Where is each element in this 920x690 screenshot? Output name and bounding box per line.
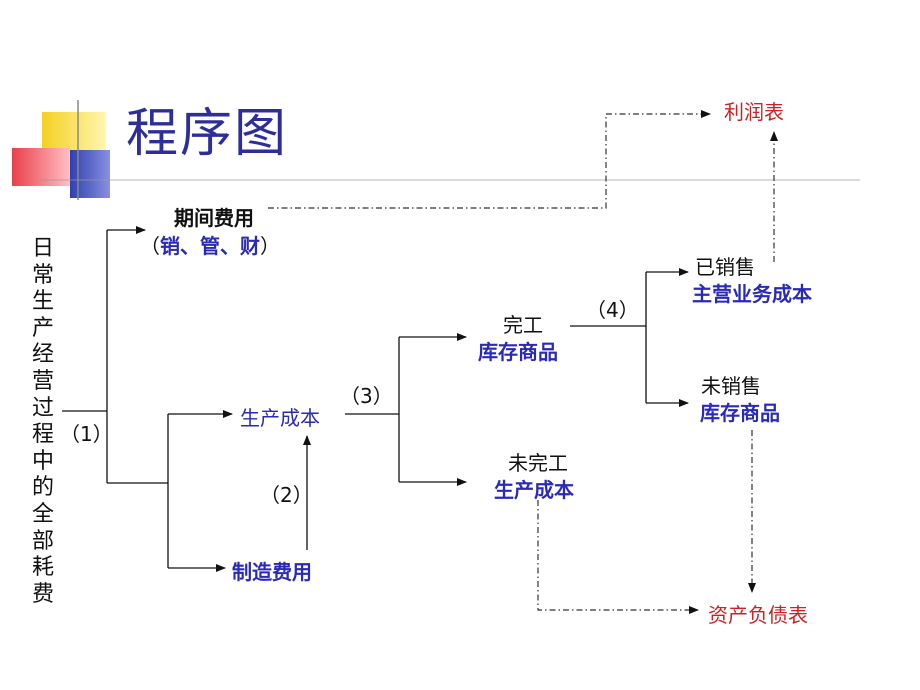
total-expenditure-label: 日常生产经营过程中的全部耗费 [31,236,54,607]
income-statement-node: 利润表 [724,100,784,124]
flow-connectors [62,226,689,572]
step-4-label: （4） [586,298,639,322]
paren-close: ） [260,234,280,258]
period-expense-items: 销、管、财 [160,234,260,258]
step-3-label: （3） [340,384,393,408]
period-expense-detail: （销、管、财） [140,236,280,256]
sold-node: 已销售 [695,255,755,279]
logo-icon [12,100,860,200]
uncompleted-cost-node: 生产成本 [494,478,574,502]
paren-open: （ [140,234,160,258]
balance-sheet-node: 资产负债表 [708,603,808,627]
manufacturing-overhead-node: 制造费用 [232,560,312,584]
production-cost-node: 生产成本 [240,406,320,430]
step-1-label: （1） [60,422,113,446]
unsold-node: 未销售 [701,374,761,398]
report-connectors [268,110,778,614]
uncompleted-node: 未完工 [508,451,568,475]
completed-node: 完工 [503,313,543,337]
period-expense-node: 期间费用 [174,206,254,230]
page-title: 程序图 [126,104,289,164]
sold-cost-node: 主营业务成本 [692,282,812,306]
unsold-inventory-node: 库存商品 [700,401,780,425]
completed-inventory-node: 库存商品 [478,340,558,364]
step-2-label: （2） [260,483,313,507]
